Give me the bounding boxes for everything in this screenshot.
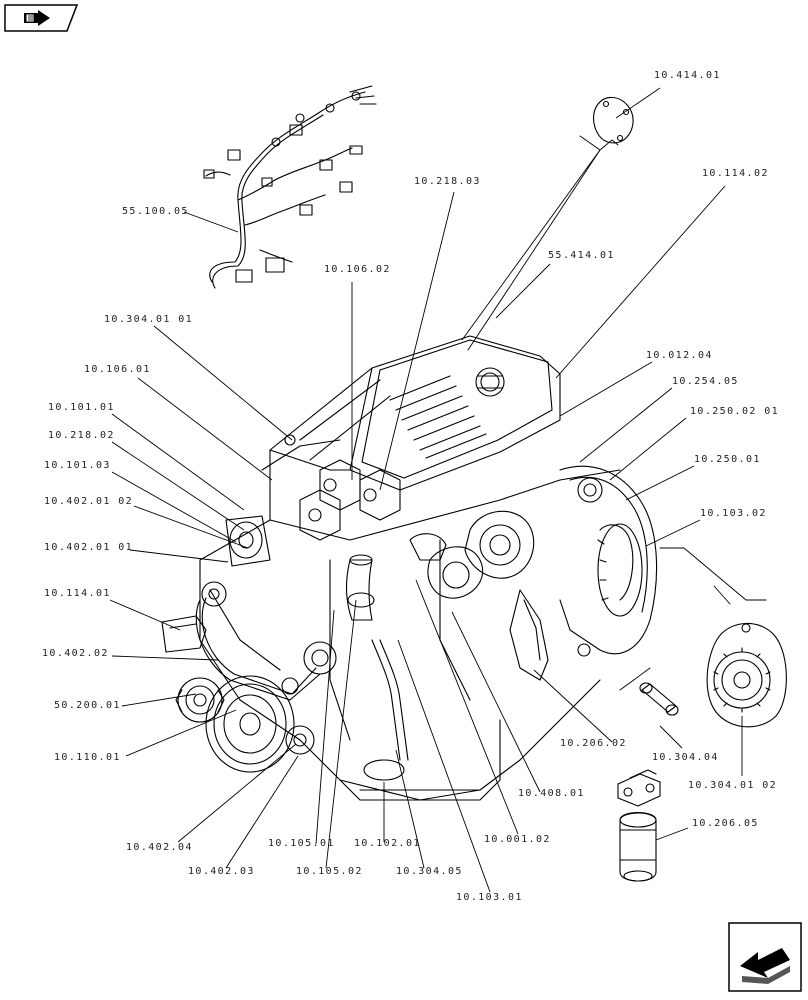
callout-10-408-01[interactable]: 10.408.01: [518, 788, 585, 799]
engine-block-drawing: [199, 335, 621, 801]
callout-10-105-01[interactable]: 10.105.01: [268, 838, 335, 849]
callout-10-218-03[interactable]: 10.218.03: [414, 176, 481, 187]
oil-filter-drawing: [619, 811, 657, 882]
gear-cover-drawing: [706, 622, 787, 728]
callout-10-114-01[interactable]: 10.114.01: [44, 588, 111, 599]
callout-10-304-01-01[interactable]: 10.304.01 01: [104, 314, 194, 325]
callout-55-100-05[interactable]: 55.100.05: [122, 206, 189, 217]
callout-10-414-01[interactable]: 10.414.01: [654, 70, 721, 81]
sensor-drawing: [639, 682, 679, 716]
callout-10-101-01[interactable]: 10.101.01: [48, 402, 115, 413]
callout-10-304-01-02[interactable]: 10.304.01 02: [688, 780, 778, 791]
flywheel-housing-drawing: [559, 465, 658, 657]
callout-10-110-01[interactable]: 10.110.01: [54, 752, 121, 763]
callout-10-304-04[interactable]: 10.304.04: [652, 752, 719, 763]
callout-10-114-02[interactable]: 10.114.02: [702, 168, 769, 179]
callout-10-012-04[interactable]: 10.012.04: [646, 350, 713, 361]
book-arrow-icon[interactable]: [4, 4, 78, 32]
callout-10-218-02[interactable]: 10.218.02: [48, 430, 115, 441]
pulleys-drawing: [161, 434, 341, 773]
callout-10-106-01[interactable]: 10.106.01: [84, 364, 151, 375]
left-down-arrow-icon[interactable]: [728, 922, 802, 992]
callout-10-304-05[interactable]: 10.304.05: [396, 866, 463, 877]
callout-10-402-01-01[interactable]: 10.402.01 01: [44, 542, 134, 553]
callout-10-250-02-01[interactable]: 10.250.02 01: [690, 406, 780, 417]
callout-10-101-03[interactable]: 10.101.03: [44, 460, 111, 471]
callout-10-250-01[interactable]: 10.250.01: [694, 454, 761, 465]
callout-10-103-02[interactable]: 10.103.02: [700, 508, 767, 519]
cover-plate-drawing: [592, 96, 634, 144]
callout-10-402-04[interactable]: 10.402.04: [126, 842, 193, 853]
callout-10-001-02[interactable]: 10.001.02: [484, 834, 551, 845]
callout-10-103-01[interactable]: 10.103.01: [456, 892, 523, 903]
callout-50-200-01[interactable]: 50.200.01: [54, 700, 121, 711]
callout-10-254-05[interactable]: 10.254.05: [672, 376, 739, 387]
callout-10-106-02[interactable]: 10.106.02: [324, 264, 391, 275]
callout-10-105-02[interactable]: 10.105.02: [296, 866, 363, 877]
wire-harness-drawing: [203, 85, 377, 289]
callout-10-402-01-02[interactable]: 10.402.01 02: [44, 496, 134, 507]
filter-head-drawing: [617, 769, 661, 807]
callout-10-206-02[interactable]: 10.206.02: [560, 738, 627, 749]
callout-10-206-05[interactable]: 10.206.05: [692, 818, 759, 829]
callout-10-402-02[interactable]: 10.402.02: [42, 648, 109, 659]
oil-pan-drawing: [339, 719, 501, 801]
callout-10-102-01[interactable]: 10.102.01: [354, 838, 421, 849]
callout-10-402-03[interactable]: 10.402.03: [188, 866, 255, 877]
callout-55-414-01[interactable]: 55.414.01: [548, 250, 615, 261]
